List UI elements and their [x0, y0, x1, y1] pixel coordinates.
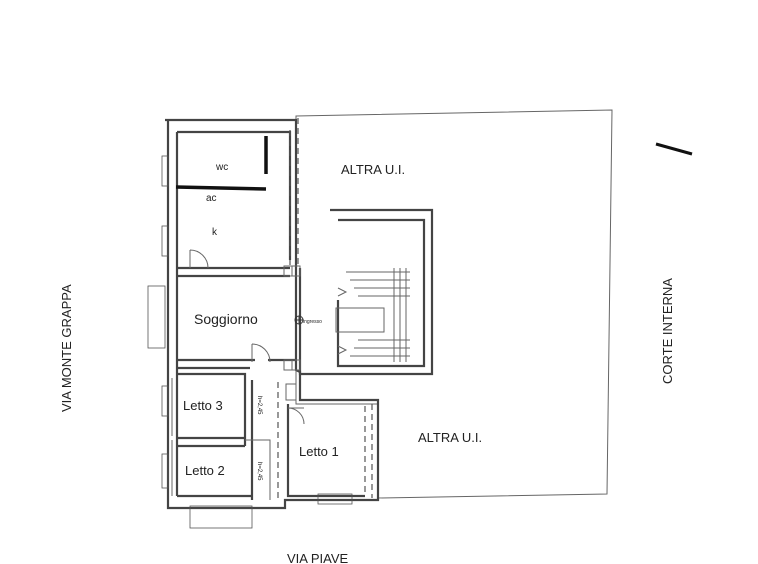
south-windows	[189, 493, 353, 529]
door-living	[251, 343, 271, 363]
street-label-west: VIA MONTE GRAPPA	[59, 284, 74, 412]
stair-steps	[346, 268, 410, 362]
living-partition	[177, 358, 296, 370]
entrance-markers	[283, 265, 301, 401]
height-label-letto2: h=2,45	[256, 462, 262, 481]
wc-thick-wall	[175, 136, 268, 191]
entrance-icon-cross	[295, 316, 303, 324]
stair-arrow-down	[337, 345, 348, 355]
stair-well	[298, 208, 434, 376]
door-letto1	[287, 407, 305, 425]
bedroom-inner	[171, 378, 271, 500]
west-windows	[147, 155, 169, 489]
north-arrow-icon	[655, 142, 693, 156]
street-label-east: CORTE INTERNA	[660, 278, 675, 384]
stair-arrow-up	[337, 287, 348, 297]
bedroom-partition	[177, 372, 365, 500]
street-label-south: VIA PIAVE	[287, 551, 349, 564]
room-label-letto1: Letto 1	[299, 444, 339, 459]
kitchen-partition	[177, 266, 290, 278]
other-unit-north: ALTRA U.I.	[341, 162, 405, 177]
stair-landing	[335, 307, 385, 333]
other-unit-south: ALTRA U.I.	[418, 430, 482, 445]
room-label-soggiorno: Soggiorno	[194, 311, 258, 327]
room-label-ac: ac	[206, 193, 217, 204]
room-label-wc: wc	[215, 162, 228, 173]
room-label-letto3: Letto 3	[183, 398, 223, 413]
stair-entrance-label: ingresso	[303, 319, 322, 325]
door-kitchen	[189, 249, 209, 269]
height-label-letto3: h=2,45	[256, 396, 262, 415]
apartment-outer-wall	[165, 118, 380, 510]
room-label-letto2: Letto 2	[185, 463, 225, 478]
room-label-k: k	[212, 227, 218, 238]
